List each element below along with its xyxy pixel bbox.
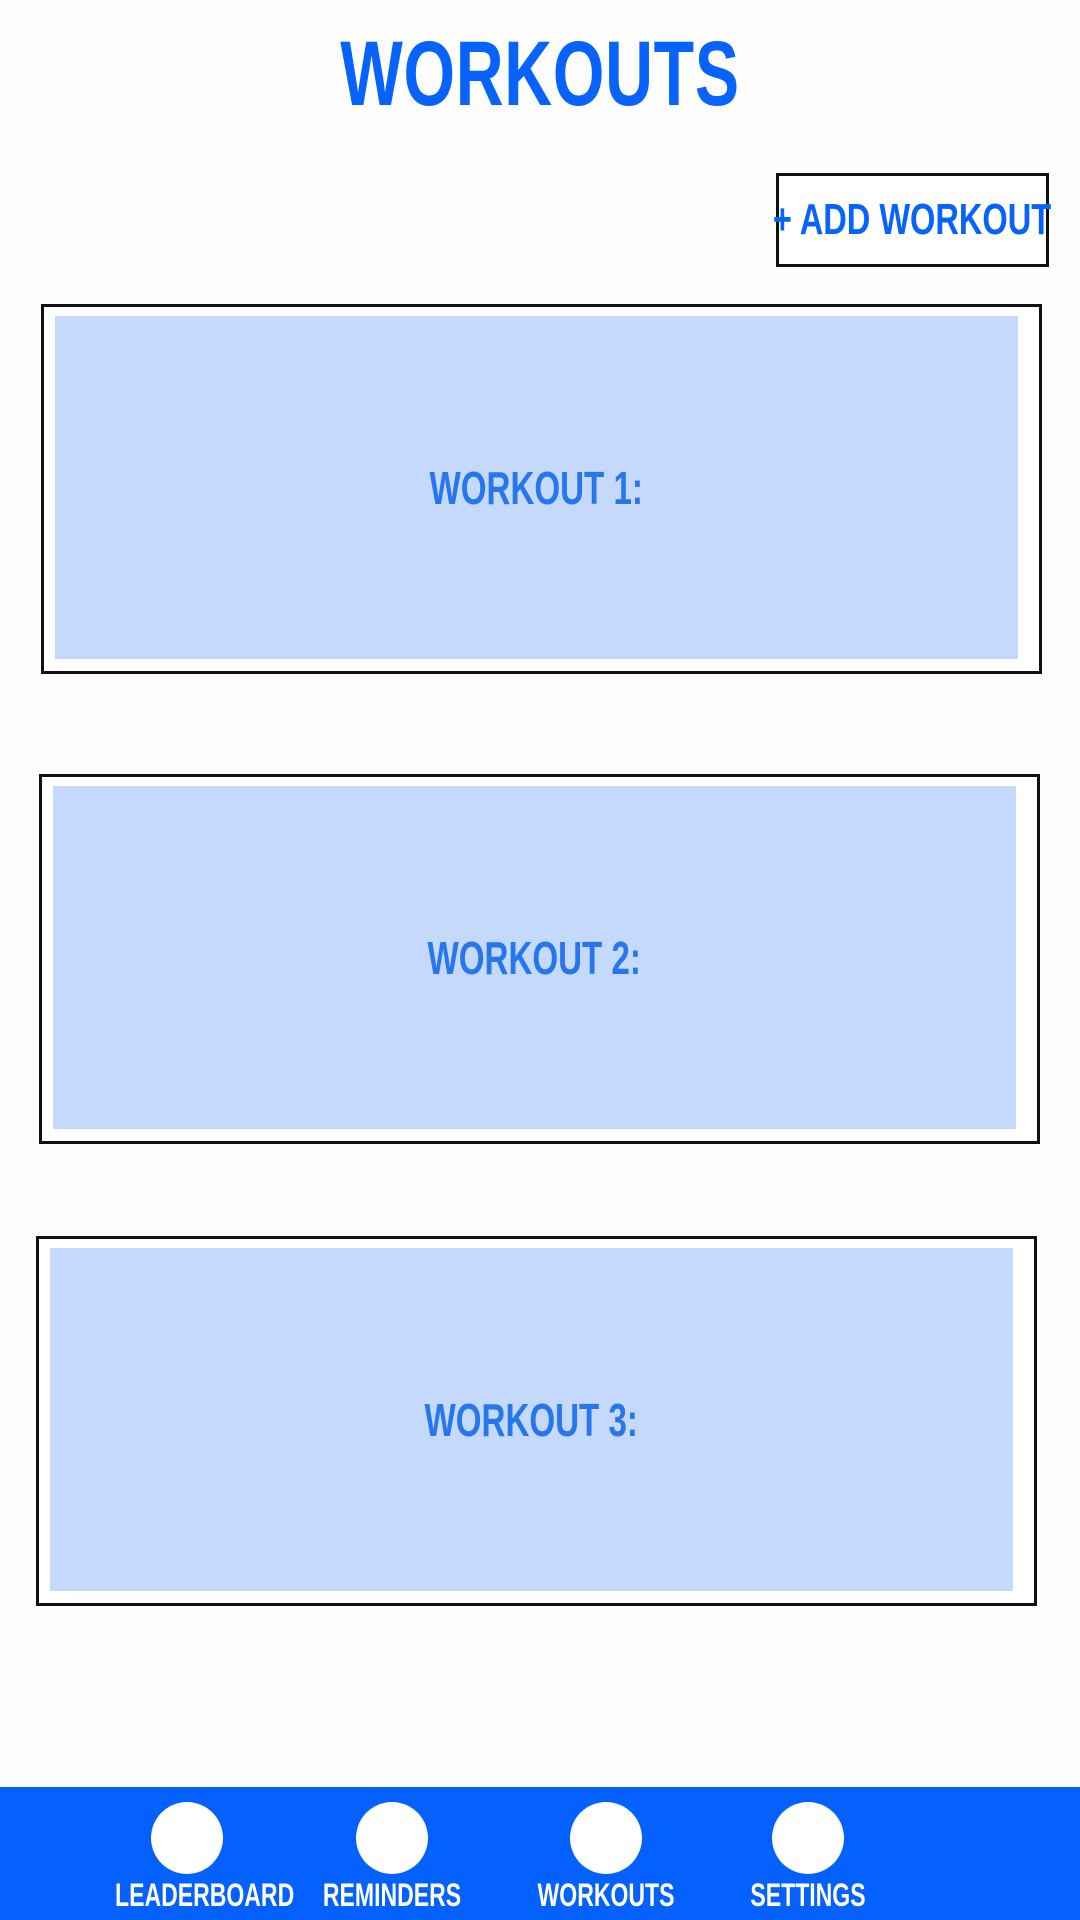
workout-card-1[interactable]: WORKOUT 1: (41, 304, 1042, 674)
workout-card-body: WORKOUT 2: (53, 786, 1016, 1129)
circle-icon (356, 1802, 428, 1874)
circle-icon (772, 1802, 844, 1874)
add-workout-label: + ADD WORKOUT (773, 195, 1052, 244)
workout-card-body: WORKOUT 1: (55, 316, 1018, 659)
nav-item-settings[interactable]: SETTINGS (708, 1787, 908, 1920)
nav-item-label: WORKOUTS (537, 1877, 675, 1913)
add-workout-button[interactable]: + ADD WORKOUT (773, 173, 1052, 267)
workout-card-3[interactable]: WORKOUT 3: (36, 1236, 1037, 1606)
bottom-nav-bar: LEADERBOARD REMINDERS WORKOUTS SETTINGS (0, 1787, 1080, 1920)
nav-item-reminders[interactable]: REMINDERS (292, 1787, 492, 1920)
workout-card-body: WORKOUT 3: (50, 1248, 1013, 1591)
workout-card-label: WORKOUT 3: (424, 1393, 639, 1446)
workout-card-label: WORKOUT 1: (429, 461, 644, 514)
nav-item-label: LEADERBOARD (115, 1877, 295, 1913)
nav-item-label: SETTINGS (750, 1877, 866, 1913)
circle-icon (570, 1802, 642, 1874)
nav-item-leaderboard[interactable]: LEADERBOARD (87, 1787, 295, 1920)
page-title: WORKOUTS (340, 23, 740, 125)
circle-icon (151, 1802, 223, 1874)
workout-card-label: WORKOUT 2: (427, 931, 642, 984)
nav-item-workouts[interactable]: WORKOUTS (506, 1787, 706, 1920)
workout-card-2[interactable]: WORKOUT 2: (39, 774, 1040, 1144)
nav-item-label: REMINDERS (322, 1877, 462, 1913)
